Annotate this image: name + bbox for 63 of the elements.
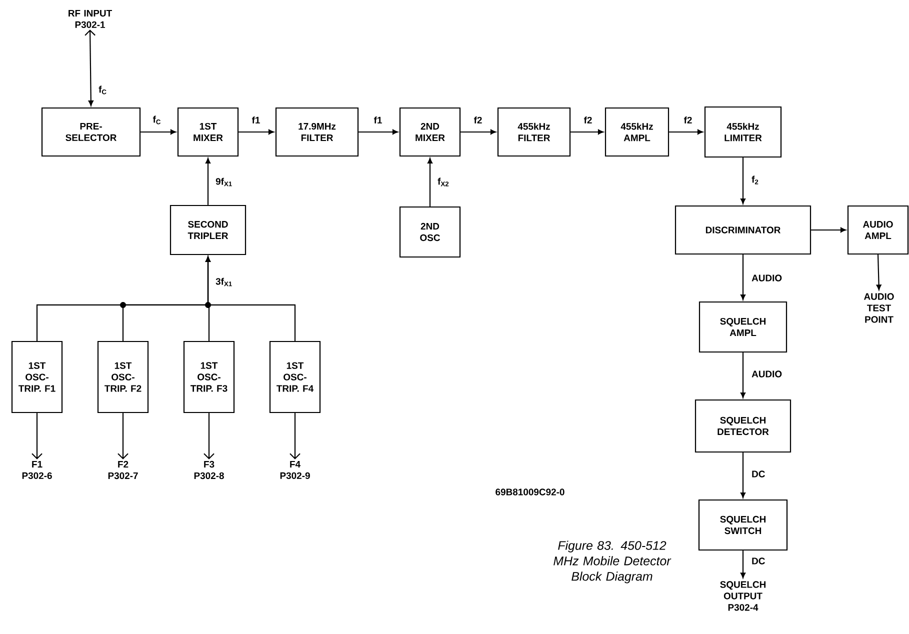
block-box: PRE- SELECTOR bbox=[41, 107, 141, 157]
arrow bbox=[140, 129, 176, 135]
terminal-label: F1 P302-6 bbox=[22, 460, 52, 480]
edge-label: f$_{X2}$ bbox=[436, 176, 450, 188]
edge-label: f$_{2}$ bbox=[750, 174, 760, 186]
edge-label: f$_{C}$ bbox=[98, 84, 108, 96]
arrow bbox=[84, 30, 96, 106]
arrow bbox=[740, 550, 746, 578]
arrow bbox=[32, 413, 42, 460]
arrow bbox=[740, 452, 746, 498]
terminal-label: F4 P302-9 bbox=[280, 460, 310, 480]
arrow bbox=[740, 352, 746, 398]
block-box: 1ST OSC- TRIP. F1 bbox=[11, 340, 63, 414]
block-box: 17.9MHz FILTER bbox=[275, 107, 359, 157]
terminal-label: RF INPUT P302-1 bbox=[68, 10, 112, 28]
block-box: 1ST OSC- TRIP. F2 bbox=[97, 340, 149, 414]
arrow bbox=[427, 158, 433, 206]
arrow bbox=[358, 129, 398, 135]
edge-label: 3f$_{X1}$ bbox=[214, 276, 234, 288]
arrow bbox=[290, 413, 300, 460]
block-box: SQUELCH DETECTOR bbox=[694, 399, 792, 453]
block-box: AUDIO AMPL bbox=[847, 205, 909, 255]
arrow bbox=[205, 158, 211, 205]
block-box: 455kHz LIMITER bbox=[704, 106, 782, 158]
edge-label: DC bbox=[750, 556, 766, 566]
block-box: 2ND MIXER bbox=[399, 107, 461, 157]
arrow bbox=[204, 413, 214, 460]
edge-label: AUDIO bbox=[750, 370, 784, 378]
edge-label: f1 bbox=[250, 116, 262, 124]
arrow bbox=[118, 413, 128, 460]
edge-label: DC bbox=[750, 470, 766, 478]
edge-label: 9f$_{X1}$ bbox=[214, 176, 234, 188]
terminal-label: F3 P302-8 bbox=[194, 460, 224, 480]
block-box: SECOND TRIPLER bbox=[170, 204, 246, 256]
block-box: SQUELCH AMPL bbox=[698, 301, 788, 353]
block-box: 455kHz AMPL bbox=[604, 107, 670, 157]
edge-label: f2 bbox=[472, 116, 484, 124]
arrow bbox=[669, 129, 703, 135]
arrow bbox=[876, 254, 882, 290]
block-box: DISCRIMINATOR bbox=[674, 205, 812, 255]
arrow bbox=[205, 256, 296, 341]
arrow bbox=[570, 129, 604, 135]
terminal-label: F2 P302-7 bbox=[108, 460, 138, 480]
arrow bbox=[238, 129, 274, 135]
edge-label: f1 bbox=[372, 116, 384, 124]
terminal-label: SQUELCH OUTPUT P302-4 bbox=[720, 581, 766, 611]
edge-label: f2 bbox=[582, 116, 594, 124]
block-box: 1ST MIXER bbox=[177, 107, 239, 157]
arrow bbox=[740, 158, 746, 204]
block-box: 1ST OSC- TRIP. F3 bbox=[183, 340, 235, 414]
arrow bbox=[811, 227, 846, 233]
caption: Figure 83. 450-512 MHz Mobile Detector Block Diagram bbox=[554, 540, 672, 584]
block-box: 2ND OSC bbox=[399, 206, 461, 258]
terminal-label: AUDIO TEST POINT bbox=[864, 293, 894, 323]
arrow bbox=[740, 254, 746, 300]
edge-label: AUDIO bbox=[750, 274, 784, 282]
part-number: 69B81009C92-0 bbox=[496, 488, 564, 496]
block-box: 1ST OSC- TRIP. F4 bbox=[269, 340, 321, 414]
edge-label: f2 bbox=[682, 116, 694, 124]
arrow bbox=[460, 129, 496, 135]
block-box: SQUELCH SWITCH bbox=[698, 499, 788, 551]
block-box: 455kHz FILTER bbox=[497, 107, 571, 157]
edge-label: f$_{C}$ bbox=[152, 114, 162, 126]
